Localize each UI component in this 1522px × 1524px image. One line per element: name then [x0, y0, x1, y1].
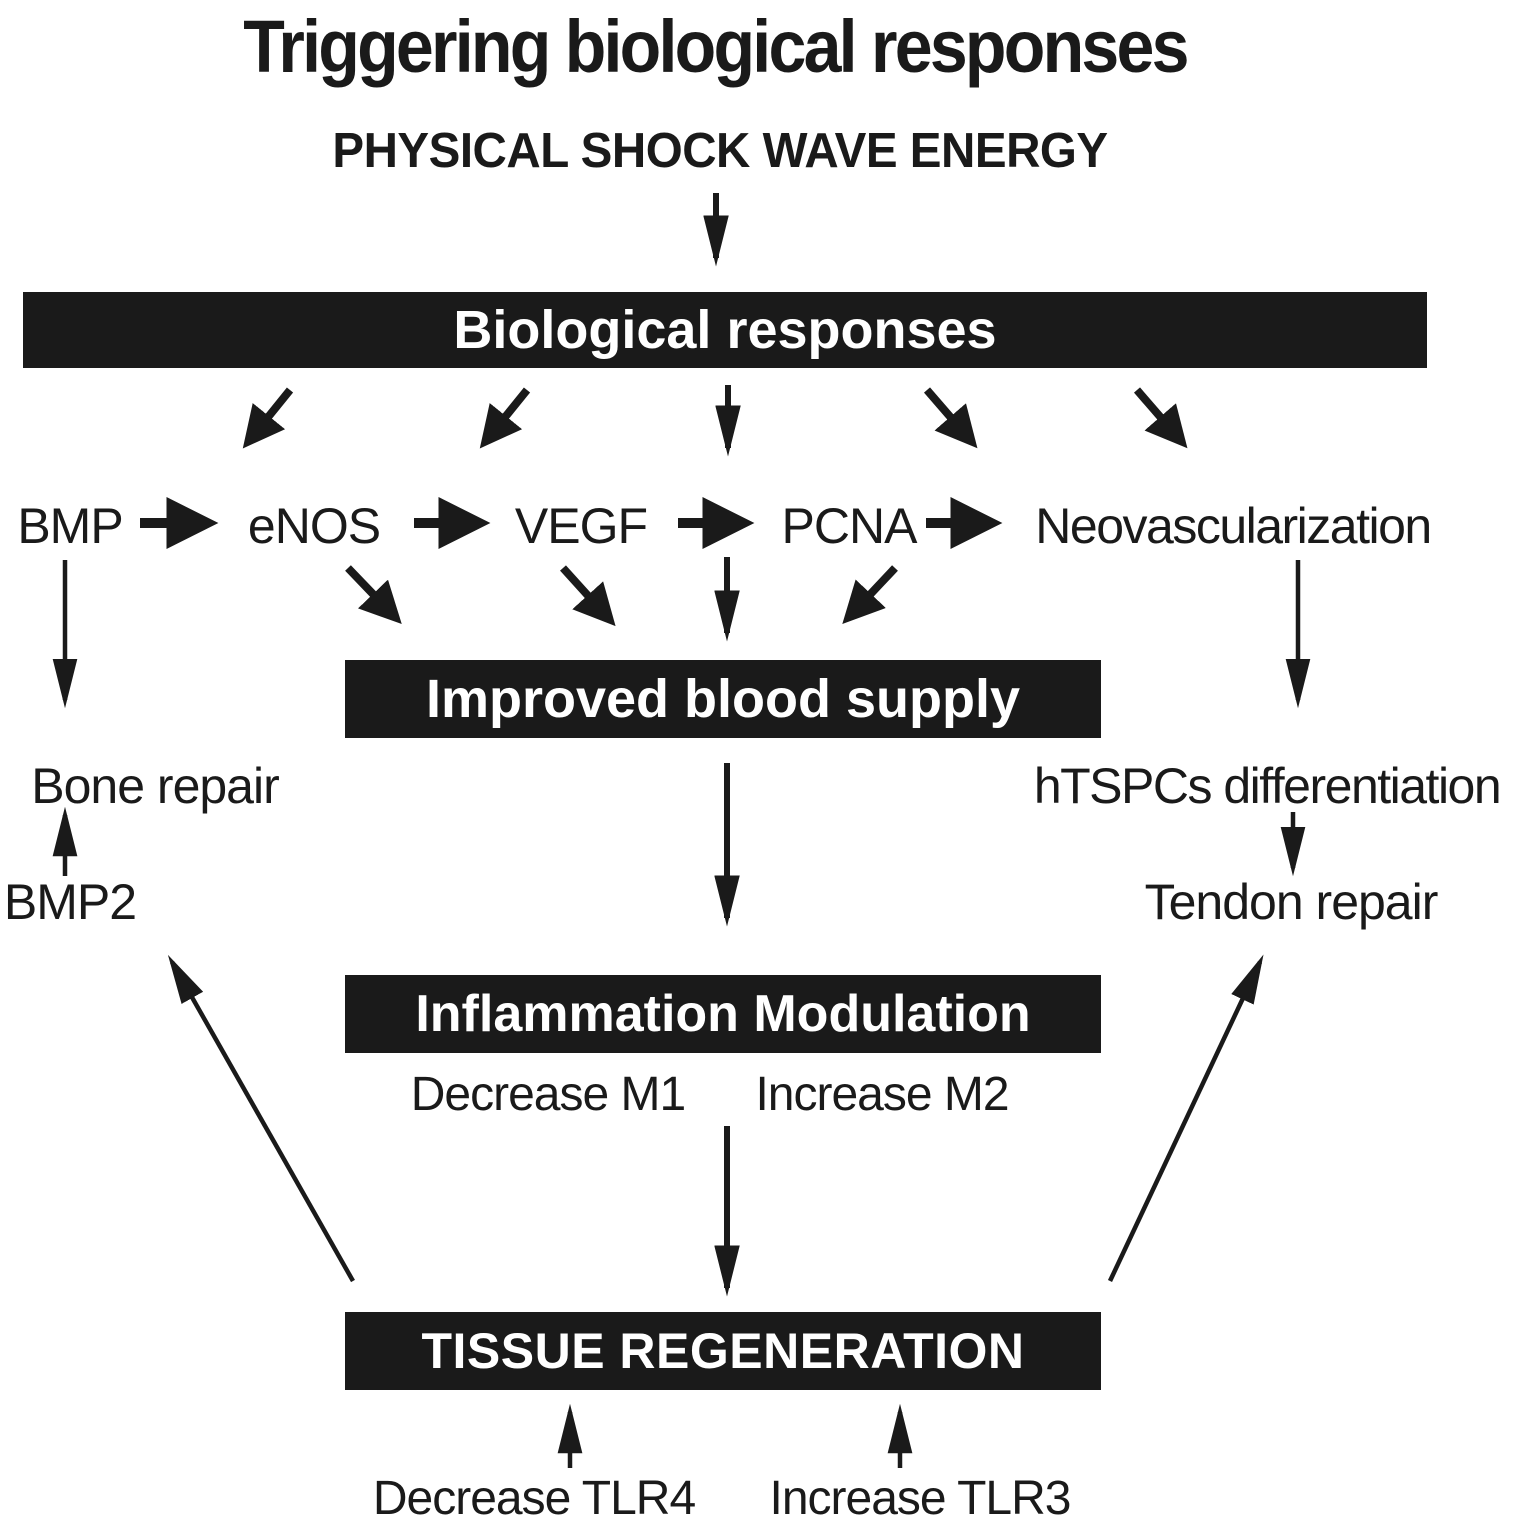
node-improved-blood-supply: Improved blood supply: [345, 660, 1101, 738]
node-bmp2: BMP2: [3, 874, 137, 930]
node-bone-repair: Bone repair: [31, 758, 280, 814]
arrow-biological-to-enos: [479, 387, 531, 449]
arrow-biological-to-neovascularization: [1133, 387, 1188, 449]
node-pcna: PCNA: [781, 498, 918, 554]
node-vegf: VEGF: [514, 498, 648, 554]
note-decrease-m1: Decrease M1: [410, 1067, 686, 1121]
node-neovascularization: Neovascularization: [1035, 498, 1432, 554]
node-enos: eNOS: [247, 498, 381, 554]
node-biological-responses: Biological responses: [23, 292, 1427, 368]
note-increase-tlr3: Increase TLR3: [769, 1471, 1072, 1524]
arrow-biological-to-bmp: [242, 387, 294, 449]
note-increase-m2: Increase M2: [755, 1067, 1009, 1121]
note-decrease-tlr4: Decrease TLR4: [372, 1471, 696, 1524]
arrow-vegf-to-blood-supply: [560, 565, 616, 627]
node-htspcs-differentiation: hTSPCs differentiation: [1033, 758, 1502, 814]
arrow-pcna-to-blood-supply: [842, 565, 898, 625]
arrow-tissue-regeneration-to-tendon-repair: [1107, 954, 1264, 1282]
source-label-shock-wave-energy: PHYSICAL SHOCK WAVE ENERGY: [332, 124, 1108, 178]
node-tendon-repair: Tendon repair: [1144, 874, 1439, 930]
arrow-biological-to-pcna: [923, 387, 978, 449]
node-inflammation-modulation: Inflammation Modulation: [345, 975, 1101, 1053]
node-bmp: BMP: [17, 498, 123, 554]
arrow-enos-to-blood-supply: [345, 565, 402, 625]
arrow-tissue-regeneration-to-bmp2: [167, 954, 355, 1283]
diagram-title: Triggering biological responses: [243, 4, 1189, 88]
node-tissue-regeneration: TISSUE REGENERATION: [345, 1312, 1101, 1390]
